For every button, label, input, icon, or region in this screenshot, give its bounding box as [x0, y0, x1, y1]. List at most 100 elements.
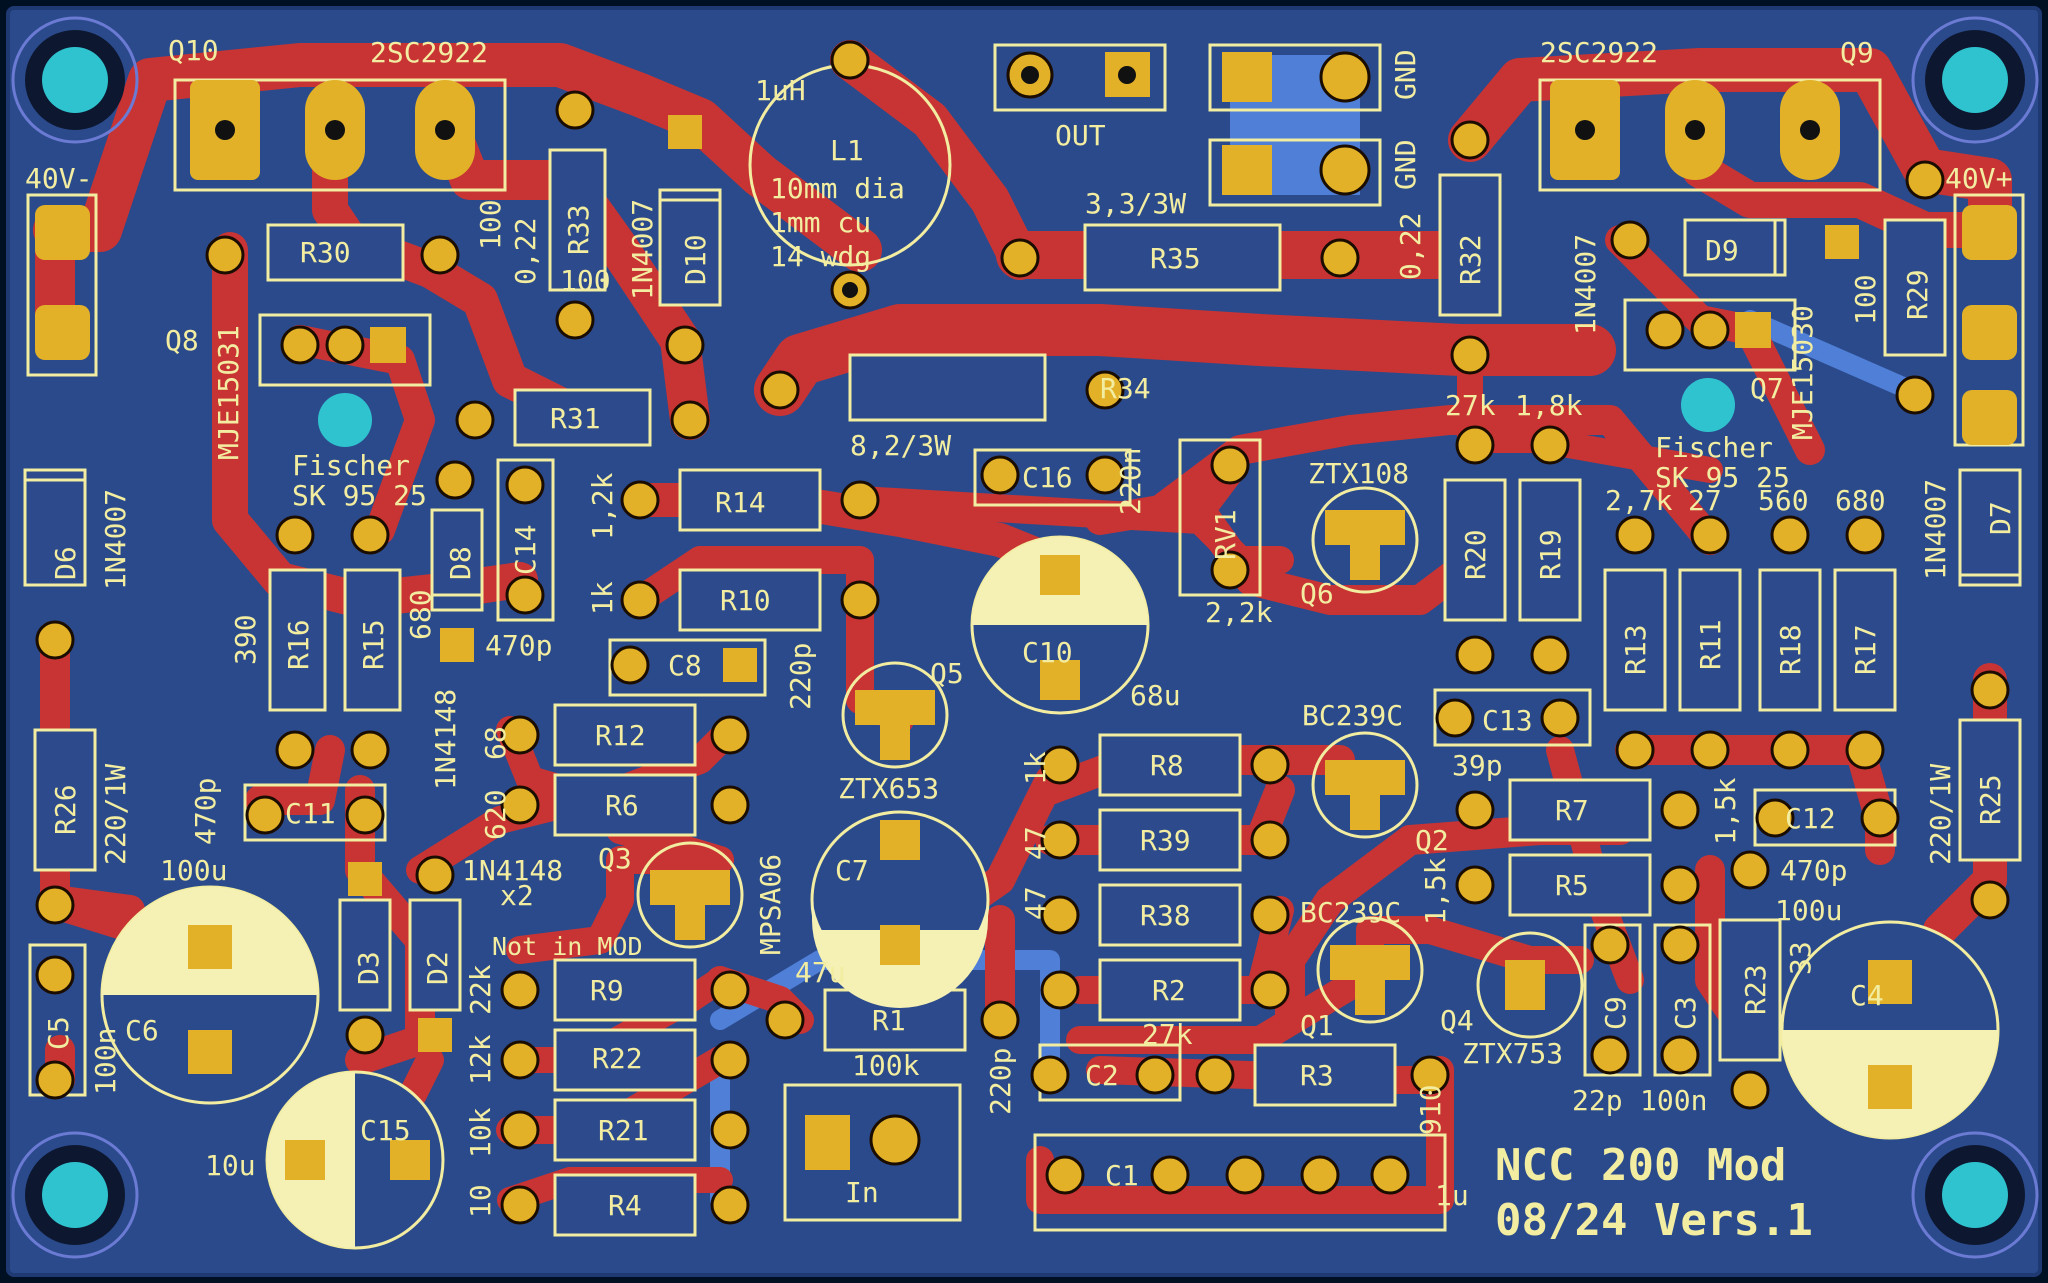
- label-r3-val: 910: [1414, 1084, 1447, 1135]
- r2-body: [1098, 958, 1242, 1022]
- label-c3: C3: [1669, 996, 1702, 1030]
- label-r1-val: 100k: [852, 1049, 920, 1082]
- r32-body: [1438, 173, 1502, 317]
- label-r12: R12: [595, 719, 646, 752]
- label-r33-val2: 100: [560, 264, 611, 297]
- label-c8-val: 220p: [784, 643, 817, 710]
- q3-footprint: [636, 841, 744, 949]
- r7-body: [1508, 778, 1652, 842]
- label-r6-val: 620: [479, 789, 512, 840]
- label-l1-name: L1: [830, 134, 864, 167]
- c15-cap: [265, 1070, 445, 1250]
- c3-outline: [1653, 923, 1712, 1077]
- r26-body: [33, 728, 97, 872]
- input-connector: [783, 1083, 962, 1222]
- label-d2: D2: [421, 951, 454, 985]
- r11-body: [1678, 568, 1742, 712]
- label-r7-val: 1,5k: [1709, 777, 1742, 845]
- c11-outline: [243, 783, 387, 842]
- label-r19: R19: [1534, 529, 1567, 580]
- rv1-outline: [1178, 438, 1262, 597]
- label-r6: R6: [605, 789, 639, 822]
- r21-body: [553, 1098, 697, 1162]
- label-c8: C8: [668, 649, 702, 682]
- r31-body: [513, 388, 652, 447]
- heatsink-hole-right: [1681, 378, 1735, 432]
- r15-body: [343, 568, 402, 712]
- label-r11: R11: [1694, 619, 1727, 670]
- r13-body: [1603, 568, 1667, 712]
- label-c14-val: 470p: [485, 629, 552, 662]
- label-q2: Q2: [1415, 824, 1449, 857]
- title-block: NCC 200 Mod 08/24 Vers.1: [1495, 1140, 1813, 1246]
- mount-hole-tl: [11, 16, 139, 144]
- r38-body: [1098, 883, 1242, 947]
- q5-footprint: [841, 661, 949, 769]
- label-c15-val: 10u: [205, 1149, 256, 1182]
- label-r12-val: 68: [479, 726, 512, 760]
- label-r34-val: 8,2/3W: [850, 429, 951, 462]
- label-r18k: 1,8k: [1515, 389, 1583, 422]
- label-r30-val: 100: [474, 199, 507, 250]
- label-r38: R38: [1140, 899, 1191, 932]
- label-r16-val: 390: [229, 614, 262, 665]
- label-q5: Q5: [930, 657, 964, 690]
- label-d9-type: 1N4007: [1569, 234, 1602, 335]
- q1-footprint: [1316, 916, 1424, 1024]
- pads: [35, 40, 2010, 1225]
- label-q10: Q10: [168, 34, 219, 67]
- label-r33-val: 0,22: [509, 218, 542, 285]
- label-c10-val: 68u: [1130, 679, 1181, 712]
- label-q3: Q3: [598, 842, 632, 875]
- label-q8-type: MJE15031: [212, 325, 245, 460]
- r10-body: [678, 568, 822, 632]
- label-r5: R5: [1555, 869, 1589, 902]
- c16-outline: [973, 448, 1132, 507]
- r4-body: [553, 1173, 697, 1237]
- mount-hole-br: [1911, 1131, 2039, 1259]
- r25-body: [1958, 718, 2022, 862]
- label-c12: C12: [1785, 802, 1836, 835]
- label-l1-d1: 10mm dia: [770, 172, 905, 205]
- label-rv1-val: 2,2k: [1205, 596, 1273, 629]
- r30-body: [266, 223, 405, 282]
- label-r23-val: 33: [1784, 941, 1817, 975]
- r6-body: [553, 773, 697, 837]
- label-r18: R18: [1774, 624, 1807, 675]
- label-q8: Q8: [165, 324, 199, 357]
- label-sk1: SK 95 25: [292, 479, 427, 512]
- label-r2: R2: [1152, 974, 1186, 1007]
- r9-body: [553, 958, 697, 1022]
- c6-cap: [100, 885, 320, 1105]
- label-c5-val: 100n: [89, 1028, 122, 1095]
- diodes: [23, 188, 2022, 1012]
- r23-body: [1718, 918, 1782, 1062]
- c8-outline: [608, 638, 767, 697]
- label-l1-d2: 1mm cu: [770, 206, 871, 239]
- label-r35: R35: [1150, 242, 1201, 275]
- label-q9-type: 2SC2922: [1540, 36, 1658, 69]
- label-r5-val: 1,5k: [1419, 857, 1452, 925]
- label-r4-val: 10: [464, 1184, 497, 1218]
- d8-body: [430, 508, 484, 612]
- label-d-x2: x2: [500, 879, 534, 912]
- label-q2-type: BC239C: [1302, 699, 1403, 732]
- mount-holes: [11, 16, 2039, 1259]
- label-r9: R9: [590, 974, 624, 1007]
- rotated-labels: 100 0,22 R33 1N4007 D10 0,22 R32 1N4007 …: [42, 49, 2017, 1218]
- label-c10: C10: [1022, 636, 1073, 669]
- label-r26-val: 220/1W: [99, 764, 132, 865]
- r20-body: [1443, 478, 1507, 622]
- label-r11-val: 27: [1688, 484, 1722, 517]
- mount-hole-bl: [11, 1131, 139, 1259]
- label-r32-val: 0,22: [1394, 213, 1427, 280]
- label-r29: R29: [1901, 269, 1934, 320]
- label-c9-val: 22p: [1572, 1084, 1623, 1117]
- r22-body: [553, 1028, 697, 1092]
- label-r17: R17: [1849, 624, 1882, 675]
- r17-body: [1833, 568, 1897, 712]
- label-d7: D7: [1984, 501, 2017, 535]
- label-r21-val: 10k: [464, 1107, 497, 1158]
- label-c13: C13: [1482, 704, 1533, 737]
